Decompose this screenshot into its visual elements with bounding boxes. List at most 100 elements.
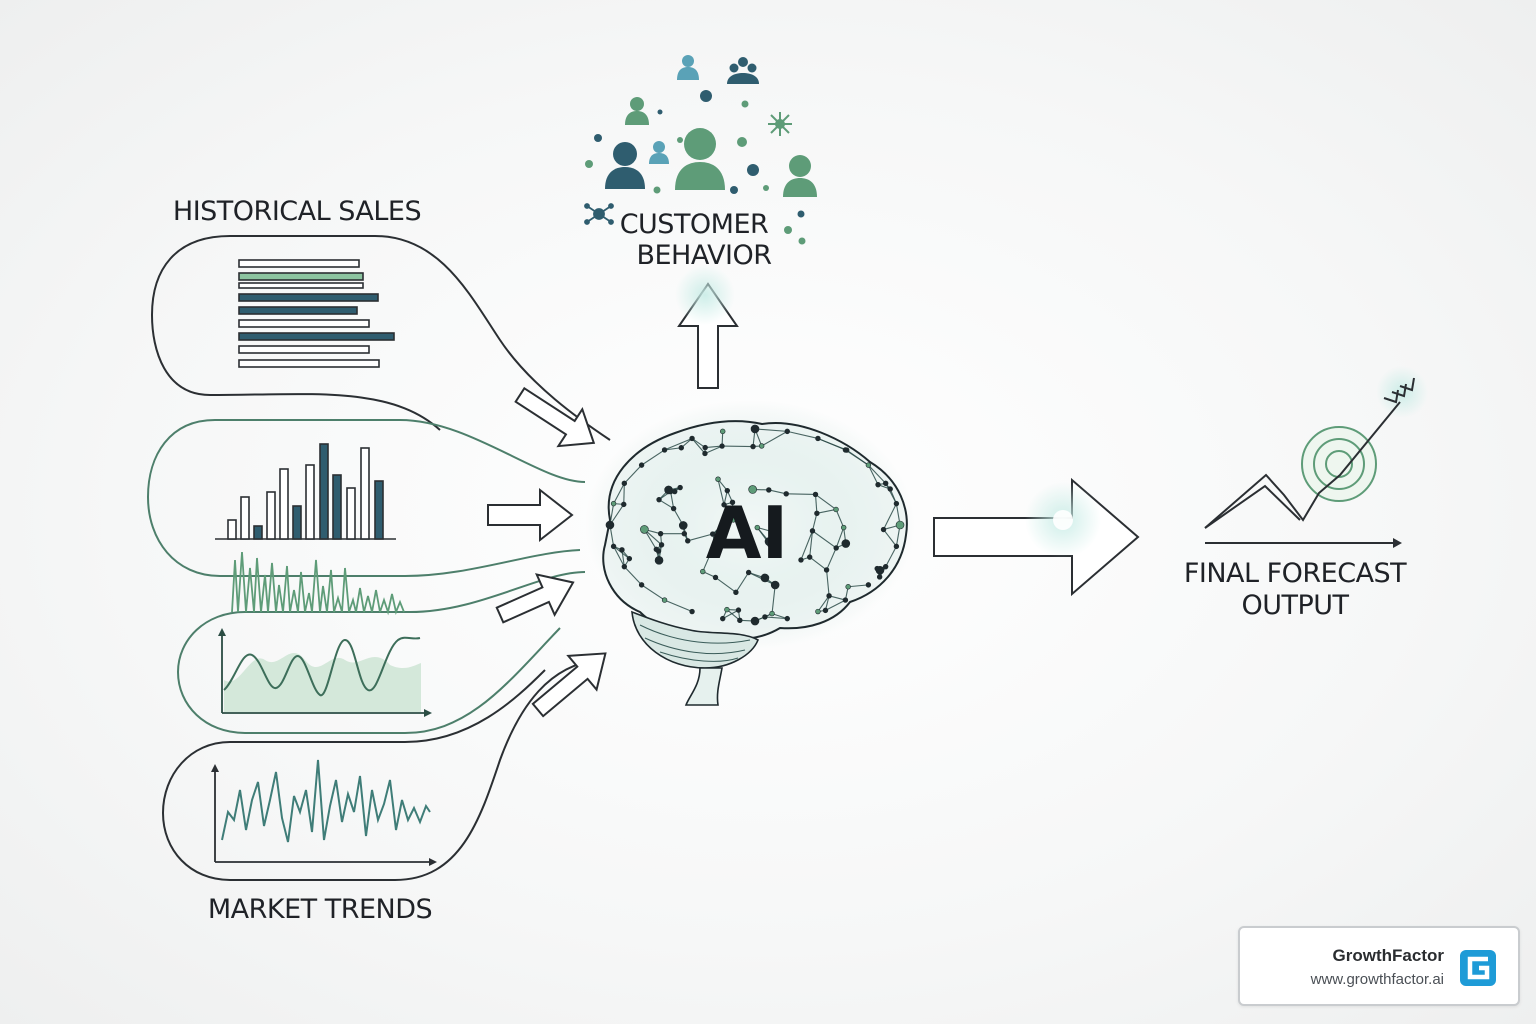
network-link <box>664 437 693 451</box>
network-node <box>764 537 774 546</box>
network-node <box>709 531 716 537</box>
growthfactor-g-icon <box>1460 950 1496 986</box>
network-node <box>812 491 819 498</box>
wave-area-chart-icon <box>218 628 432 717</box>
network-node <box>806 554 813 560</box>
market-trends-funnel <box>161 659 599 881</box>
network-node <box>865 462 872 468</box>
network-link <box>809 530 814 558</box>
network-link <box>828 595 846 601</box>
network-node <box>833 506 839 513</box>
network-node <box>875 565 885 575</box>
person-icon <box>625 97 649 125</box>
network-link <box>664 599 693 613</box>
ai-brain-icon: AI <box>585 400 915 706</box>
network-node <box>748 485 757 494</box>
network-link <box>621 549 625 567</box>
ai-label: AI <box>706 491 789 575</box>
network-node <box>640 525 649 534</box>
network-node <box>840 524 847 531</box>
network-link <box>800 530 813 561</box>
network-link <box>623 566 643 586</box>
network-link <box>704 445 723 454</box>
network-node <box>882 480 889 487</box>
network-node <box>664 485 673 495</box>
network-link <box>814 494 818 514</box>
network-link <box>757 527 774 533</box>
network-node <box>745 569 752 576</box>
historical-sales-label: HISTORICAL SALES <box>173 196 421 227</box>
brand-url[interactable]: www.growthfactor.ai <box>1310 971 1444 988</box>
network-link <box>817 437 846 451</box>
network-link <box>754 428 788 432</box>
network-node <box>865 582 872 588</box>
network-node <box>826 593 832 599</box>
network-node <box>685 538 691 544</box>
network-link <box>761 430 788 447</box>
network-link <box>623 464 643 484</box>
network-node <box>657 530 664 537</box>
network-node <box>733 589 739 596</box>
network-link <box>670 491 675 509</box>
network-node <box>724 606 730 613</box>
output-arrow <box>933 477 1140 597</box>
network-link <box>812 530 837 549</box>
network-node <box>770 580 780 590</box>
network-link <box>787 430 819 440</box>
network-link <box>613 483 625 504</box>
network-link <box>867 464 887 484</box>
network-link <box>658 499 674 510</box>
network-node <box>875 481 881 488</box>
network-node <box>712 540 718 547</box>
brand-card[interactable]: GrowthFactor www.growthfactor.ai <box>1238 926 1520 1006</box>
network-node <box>702 450 708 457</box>
network-link <box>809 556 827 571</box>
final-forecast-label-line2: OUTPUT <box>1241 590 1349 621</box>
network-link <box>731 502 734 520</box>
network-node <box>610 500 617 507</box>
network-node <box>689 608 695 615</box>
customer-behavior-icon-cluster <box>584 55 817 245</box>
customer-behavior-label-line2: BEHAVIOR <box>636 240 771 271</box>
network-node <box>729 499 736 506</box>
team-icon <box>727 57 759 84</box>
network-node <box>638 462 645 468</box>
arrow-glow <box>675 265 735 325</box>
network-node <box>719 443 725 449</box>
network-node <box>621 480 628 487</box>
network-link <box>815 493 837 510</box>
network-node <box>876 574 883 580</box>
network-node <box>833 545 839 551</box>
network-node <box>893 500 900 507</box>
network-node <box>798 557 804 563</box>
network-link <box>826 569 830 596</box>
network-node <box>895 520 905 530</box>
network-link <box>811 513 818 532</box>
network-link <box>723 504 734 521</box>
cerebellum <box>631 610 760 669</box>
network-node <box>677 484 683 491</box>
market-trends-arrow <box>531 652 607 718</box>
network-node <box>661 597 668 603</box>
network-node <box>814 510 820 516</box>
network-link <box>867 464 879 485</box>
person-icon <box>783 155 817 197</box>
network-node <box>720 428 726 435</box>
person-icon <box>605 142 645 189</box>
network-link <box>786 493 816 495</box>
bar-chart-funnel <box>146 419 586 577</box>
person-icon <box>649 141 669 164</box>
network-link <box>885 483 897 504</box>
network-link <box>835 527 845 549</box>
historical-sales-bar-icon <box>238 259 395 368</box>
network-node <box>762 614 768 620</box>
network-node <box>654 556 664 565</box>
network-node <box>887 486 893 492</box>
wave-chart-funnel <box>176 571 586 734</box>
brain-stem <box>684 667 723 706</box>
network-node <box>681 531 688 537</box>
historical-sales-arrow <box>514 386 596 448</box>
network-node <box>621 563 628 570</box>
input-funnel-outlines <box>146 235 611 881</box>
person-icon <box>677 55 699 80</box>
